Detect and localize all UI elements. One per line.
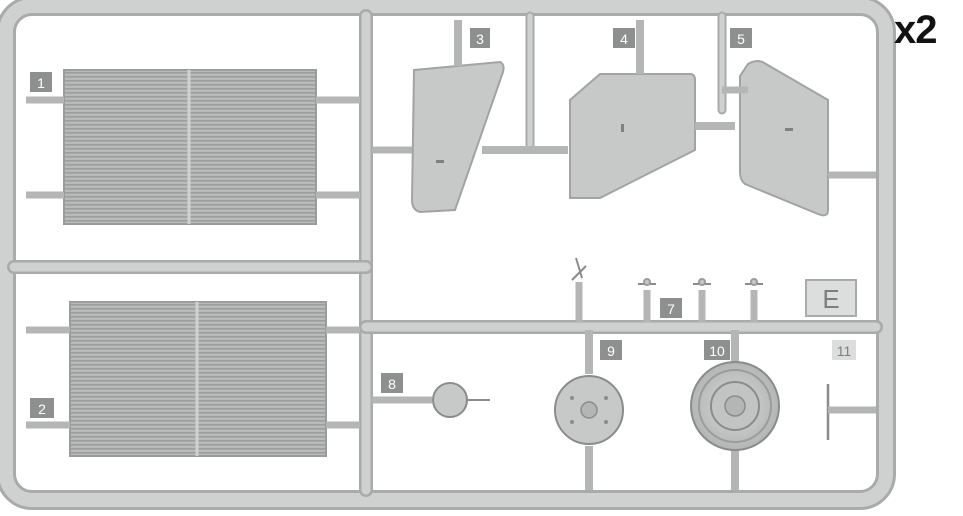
part-3-plate <box>372 20 568 214</box>
svg-text:9: 9 <box>607 343 615 359</box>
svg-text:2: 2 <box>38 401 46 417</box>
part-label-8: 8 <box>381 373 403 393</box>
quantity-multiplier: x2 <box>894 8 937 52</box>
part-8-cap <box>372 382 490 418</box>
svg-text:10: 10 <box>709 343 725 359</box>
sprue-letter: E <box>822 284 839 314</box>
part-label-10: 10 <box>704 340 730 360</box>
part-7-handles <box>571 257 763 322</box>
part-label-4: 4 <box>613 28 635 48</box>
svg-text:1: 1 <box>37 75 45 91</box>
svg-text:4: 4 <box>620 31 628 47</box>
sprue-runners <box>7 9 883 497</box>
part-10-wheel <box>690 330 780 490</box>
part-label-1: 1 <box>30 72 52 92</box>
part-9-flange <box>554 330 624 490</box>
sprue-letter-tab: E <box>805 279 857 317</box>
part-label-7: 7 <box>660 298 682 318</box>
svg-text:8: 8 <box>388 376 396 392</box>
part-11-rod <box>826 384 876 440</box>
part-label-3: 3 <box>470 28 490 48</box>
svg-text:11: 11 <box>837 343 852 359</box>
svg-text:5: 5 <box>737 31 745 47</box>
part-label-2: 2 <box>30 398 54 418</box>
part-label-9: 9 <box>600 340 622 360</box>
part-4-plate <box>569 20 735 199</box>
svg-text:7: 7 <box>667 301 675 317</box>
sprue-outer-frame <box>0 0 896 510</box>
svg-text:3: 3 <box>476 31 484 47</box>
part-5-plate <box>722 60 876 217</box>
part-label-5: 5 <box>730 28 752 48</box>
part-1-grille <box>26 69 360 225</box>
part-2-grille <box>26 301 360 457</box>
part-label-11: 11 <box>832 340 856 360</box>
